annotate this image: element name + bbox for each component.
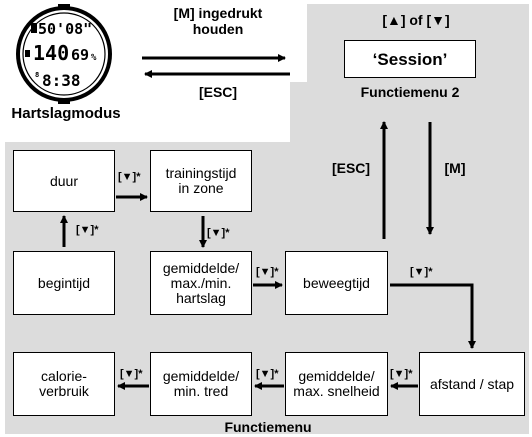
left-esc-label: [ESC] <box>331 160 371 176</box>
right-m-label: [M] <box>444 160 466 176</box>
arrow-beweeg-afstand <box>390 283 476 349</box>
functiemenu2-label: Functiemenu 2 <box>360 84 460 100</box>
box-beweegtijd: beweegtijd <box>285 251 388 315</box>
key-label-2: [▼]* <box>76 224 99 236</box>
key-label-1: [▼]* <box>118 171 141 183</box>
key-label-5: [▼]* <box>410 266 433 278</box>
box-gem-hartslag: gemiddelde/ max./min. hartslag <box>150 251 252 315</box>
box-afstand: afstand / stap <box>419 352 525 416</box>
box-trainingstijd: trainingstijd in zone <box>150 150 252 212</box>
hold-m-label: [M] ingedrukt houden <box>173 5 263 37</box>
box-calorie: calorie- verbruik <box>13 352 115 416</box>
box-gem-snelheid: gemiddelde/ max. snelheid <box>285 352 388 416</box>
watch-icon: 50'08" 140 69 % 8:38 8 <box>16 4 112 104</box>
box-duur: duur <box>13 150 115 212</box>
box-gem-tred: gemiddelde/ min. tred <box>150 352 252 416</box>
up-down-label: [▲] of [▼] <box>382 12 450 28</box>
esc-label: [ESC] <box>198 84 238 100</box>
watch-line3: 8:38 <box>42 71 81 90</box>
watch-unit: % <box>91 53 97 63</box>
session-box: ‘Session’ <box>344 40 476 78</box>
key-label-8: [▼]* <box>120 368 143 380</box>
key-label-6: [▼]* <box>390 368 413 380</box>
functiemenu-label: Functiemenu <box>224 419 312 435</box>
svg-text:8: 8 <box>35 71 39 79</box>
watch-line1: 50'08" <box>38 20 92 38</box>
box-begintijd: begintijd <box>13 251 115 315</box>
key-label-3: [▼]* <box>207 227 230 239</box>
key-label-4: [▼]* <box>256 266 279 278</box>
watch-display: 50'08" 140 69 % 8:38 8 <box>14 4 114 109</box>
watch-title: Hartslagmodus <box>11 105 121 122</box>
key-label-7: [▼]* <box>256 368 279 380</box>
watch-pct: 69 <box>71 46 89 64</box>
watch-hr: 140 <box>33 41 69 65</box>
